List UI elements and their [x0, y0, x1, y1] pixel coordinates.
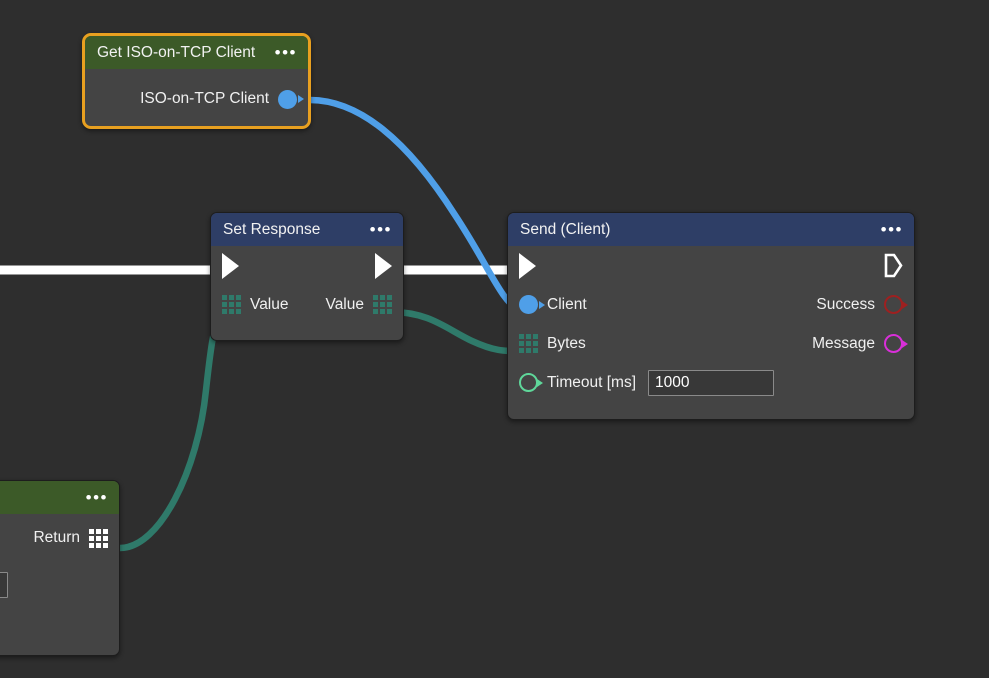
pin-label-message: Message	[812, 334, 875, 352]
pin-row-return: Return	[0, 514, 119, 562]
circle-filled-icon[interactable]	[278, 89, 297, 109]
exec-arrow-hollow-icon[interactable]	[884, 253, 903, 278]
wire-set-response-value-to-send-bytes	[388, 308, 524, 355]
pin-label-client: Client	[547, 295, 587, 313]
wire-return-to-set-response-value	[116, 308, 226, 552]
circle-hollow-icon[interactable]	[884, 295, 903, 314]
pin-label-value-out: Value	[325, 295, 365, 313]
node-menu-icon[interactable]: •••	[880, 220, 903, 239]
pin-label-bytes: Bytes	[547, 334, 586, 352]
exec-arrow-filled-icon[interactable]	[375, 252, 392, 279]
circle-filled-icon[interactable]	[519, 295, 538, 314]
node-get-iso-on-tcp-client[interactable]: Get ISO-on-TCP Client ••• ISO-on-TCP Cli…	[82, 33, 311, 129]
exec-arrow-filled-icon[interactable]	[222, 252, 239, 279]
pin-row-exec	[508, 246, 914, 285]
node-title: Send (Client)	[520, 220, 611, 238]
pin-label-return: Return	[33, 529, 80, 546]
node-body: ISO-on-TCP Client	[85, 69, 308, 126]
circle-hollow-icon[interactable]	[884, 334, 903, 353]
grid-icon[interactable]	[519, 334, 538, 353]
node-menu-icon[interactable]: •••	[369, 220, 392, 239]
pin-row-client-success: Client Success	[508, 285, 914, 324]
node-menu-icon[interactable]: •••	[274, 43, 297, 62]
pin-label-success: Success	[816, 295, 875, 313]
pin-row-exec	[211, 246, 403, 285]
exec-arrow-filled-icon[interactable]	[519, 252, 536, 279]
pin-row-iso-on-tcp-client: ISO-on-TCP Client	[85, 69, 308, 126]
grid-icon[interactable]	[373, 295, 392, 314]
node-header[interactable]: •••	[0, 481, 119, 514]
grid-icon[interactable]	[89, 528, 108, 548]
pin-label-timeout: Timeout [ms]	[547, 373, 636, 391]
pin-row-value: Value Value	[211, 285, 403, 324]
return-value-input[interactable]	[0, 572, 8, 598]
pin-row-bytes-message: Bytes Message	[508, 324, 914, 363]
timeout-value-input[interactable]	[648, 369, 774, 396]
node-body: Return	[0, 514, 119, 608]
pin-label-value-in: Value	[250, 295, 289, 313]
node-menu-icon[interactable]: •••	[85, 488, 108, 507]
node-send-client[interactable]: Send (Client) •••	[507, 212, 915, 420]
node-set-response[interactable]: Set Response ••• Value	[210, 212, 404, 341]
pin-row-return-field	[0, 562, 119, 608]
node-title: Get ISO-on-TCP Client	[97, 43, 256, 61]
node-return[interactable]: ••• Return	[0, 480, 120, 656]
node-header[interactable]: Send (Client) •••	[508, 213, 914, 246]
circle-hollow-icon[interactable]	[519, 373, 538, 392]
node-header[interactable]: Set Response •••	[211, 213, 403, 246]
node-title: Set Response	[223, 220, 321, 238]
node-body: Client Success Bytes Message	[508, 246, 914, 402]
pin-label-iso-on-tcp-client: ISO-on-TCP Client	[140, 90, 269, 107]
node-body: Value Value	[211, 246, 403, 324]
grid-icon[interactable]	[222, 295, 241, 314]
pin-row-timeout: Timeout [ms]	[508, 363, 914, 402]
node-header[interactable]: Get ISO-on-TCP Client •••	[85, 36, 308, 69]
